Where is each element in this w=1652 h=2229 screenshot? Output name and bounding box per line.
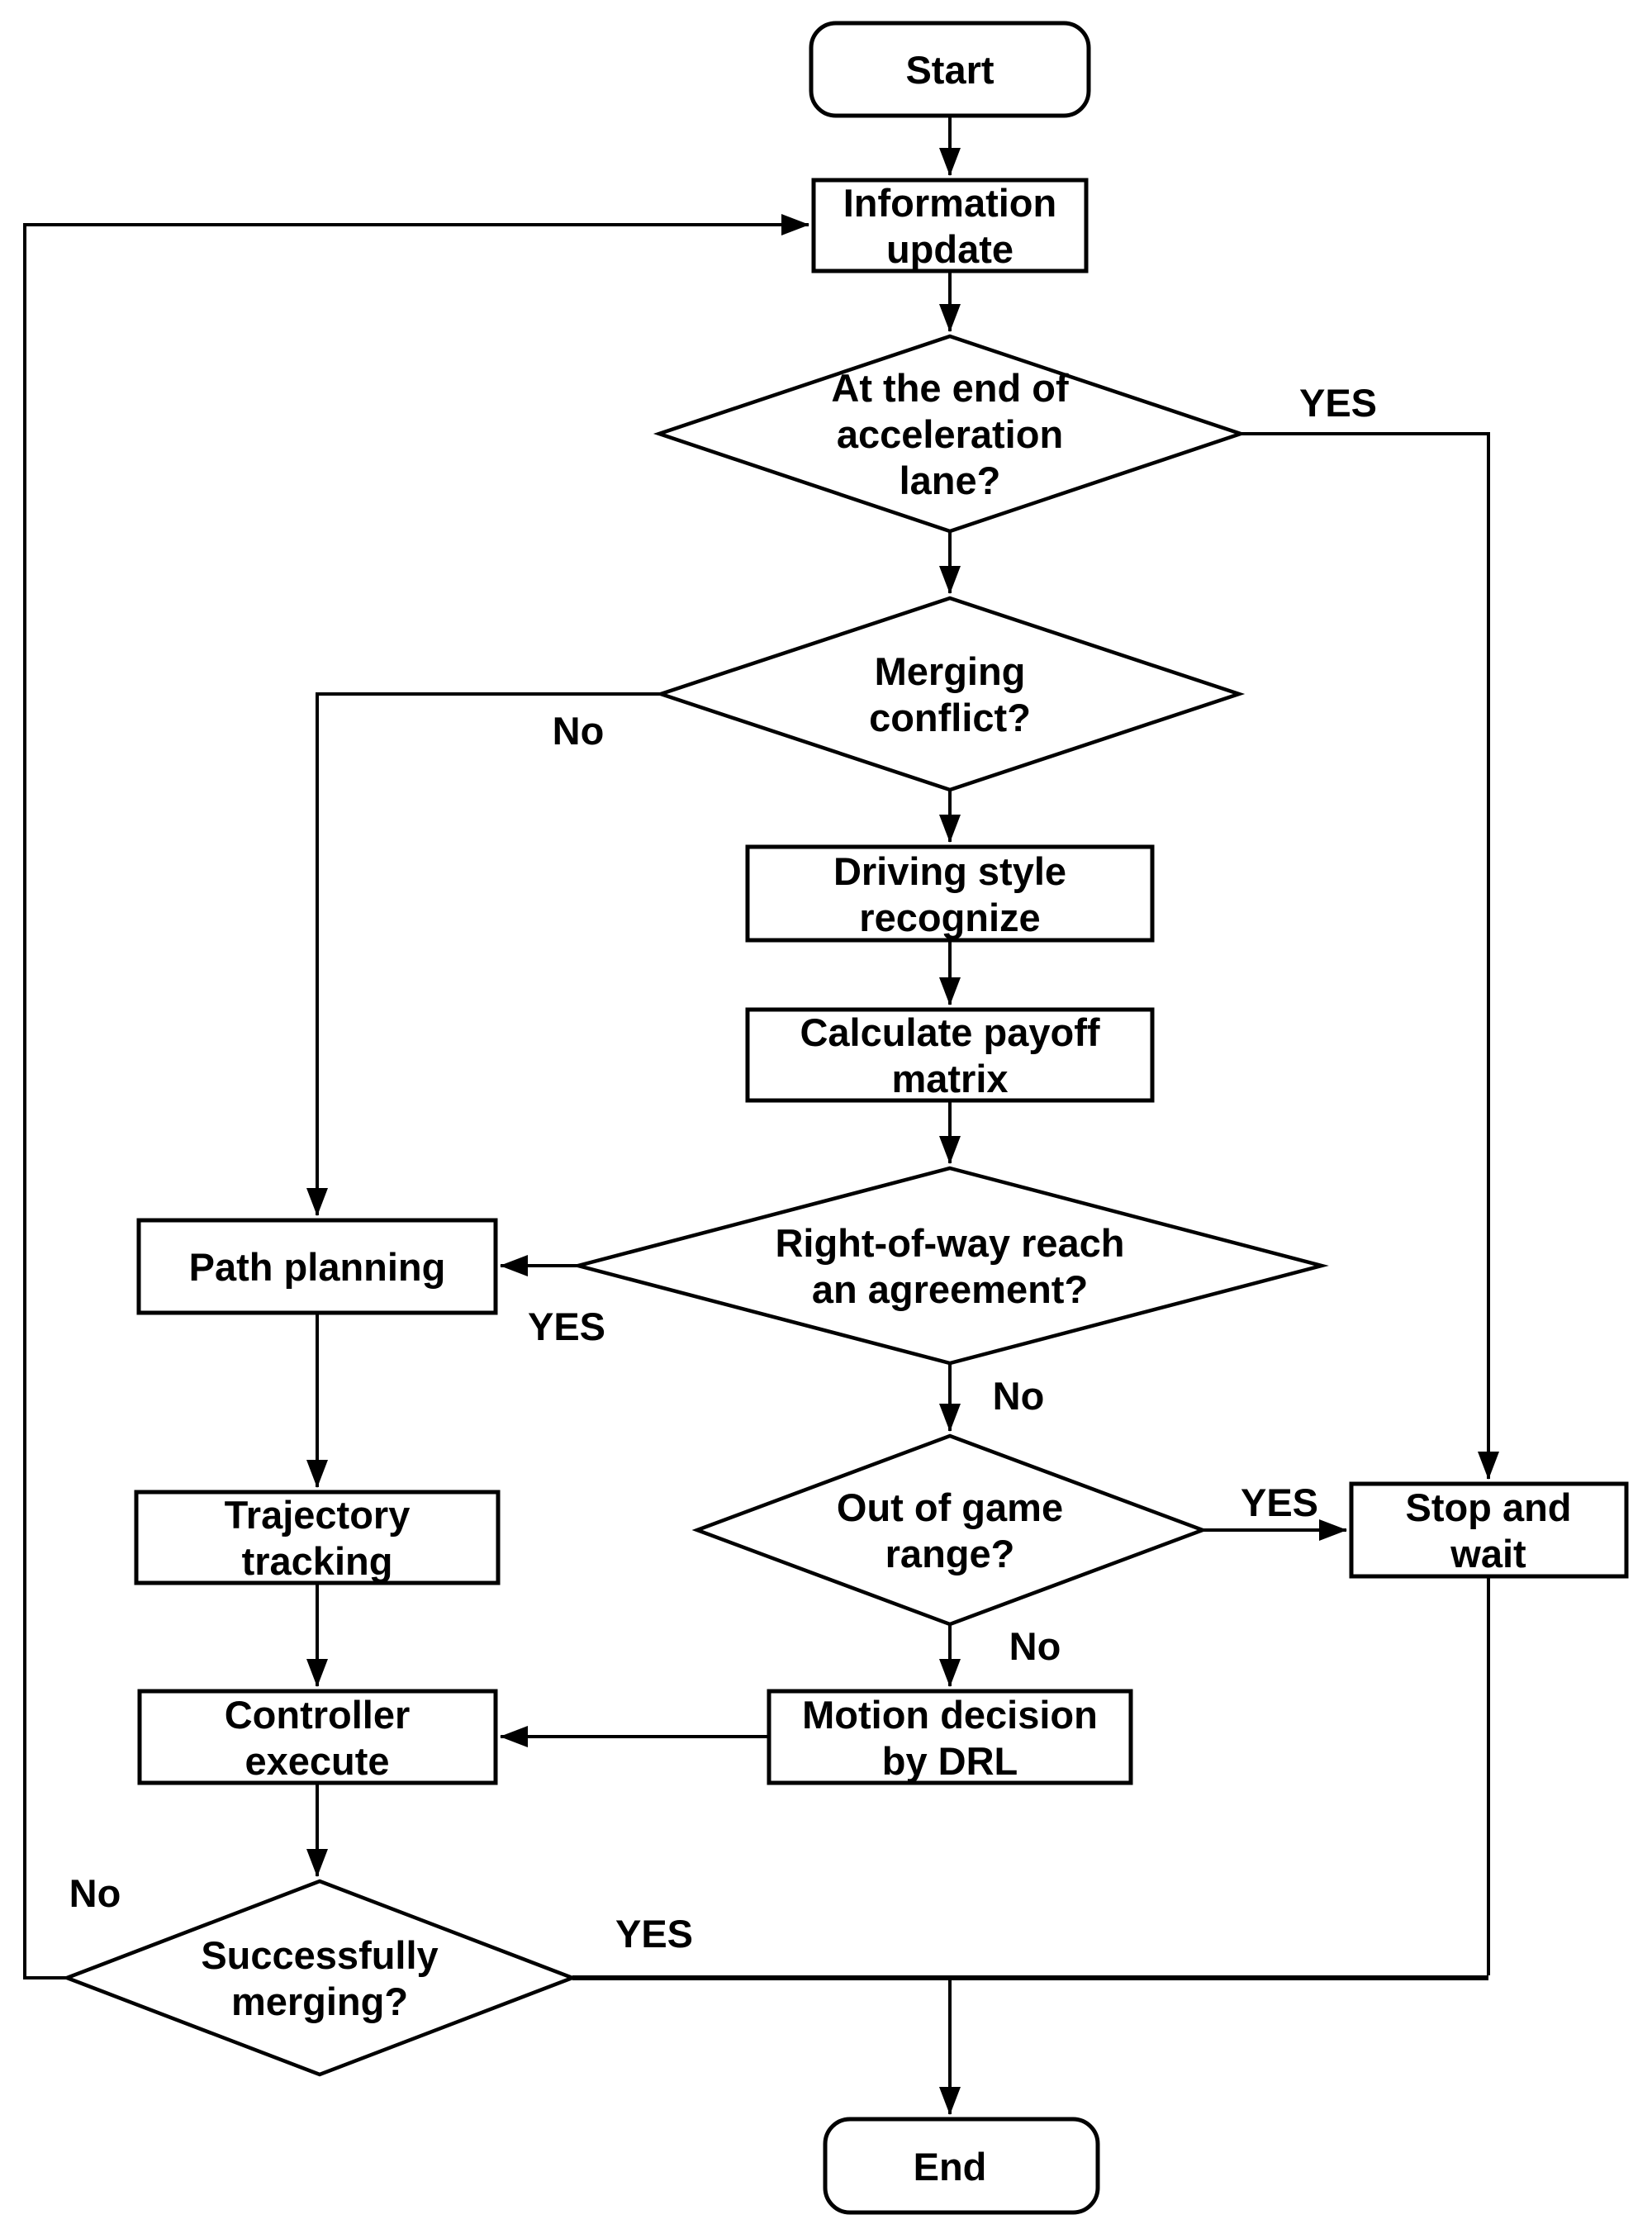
label-game-range-no: No <box>1009 1624 1061 1668</box>
motion-decision-line1: Motion decision <box>802 1693 1098 1737</box>
start-label: Start <box>905 48 994 92</box>
trajectory-tracking-shape <box>134 1490 501 1585</box>
node-driving-style-recognize: Driving style recognize <box>745 844 1155 943</box>
node-trajectory-tracking: Trajectory tracking <box>134 1490 501 1585</box>
edges <box>23 116 1499 2115</box>
controller-execute-line2: execute <box>244 1739 389 1783</box>
label-merging-conflict-no: No <box>553 709 605 753</box>
end-label: End <box>914 2145 987 2189</box>
node-stop-and-wait: Stop and wait <box>1349 1481 1629 1579</box>
node-end: End <box>823 2117 1100 2215</box>
motion-decision-shape <box>767 1689 1133 1785</box>
accel-lane-line2: acceleration <box>837 412 1063 456</box>
out-of-game-range-diamond <box>691 1433 1208 1627</box>
accel-lane-line3: lane? <box>900 459 1001 502</box>
label-accel-lane-yes: YES <box>1299 381 1377 425</box>
controller-execute-line1: Controller <box>225 1693 411 1737</box>
game-range-line2: range? <box>885 1532 1015 1576</box>
agreement-line2: an agreement? <box>812 1267 1088 1311</box>
label-successfully-merging-no: No <box>69 1871 121 1915</box>
calculate-payoff-line1: Calculate payoff <box>800 1010 1099 1054</box>
node-motion-decision-by-drl: Motion decision by DRL <box>767 1689 1133 1785</box>
edge-merging-conflict-no-to-path-planning <box>306 692 661 1216</box>
node-out-of-game-range: Out of game range? <box>691 1433 1208 1627</box>
label-game-range-yes: YES <box>1241 1480 1318 1524</box>
information-update-shape <box>811 178 1089 273</box>
node-path-planning: Path planning <box>136 1218 498 1315</box>
path-planning-label: Path planning <box>189 1245 446 1289</box>
node-information-update: Information update <box>811 178 1089 273</box>
driving-style-line2: recognize <box>859 896 1040 939</box>
calculate-payoff-line2: matrix <box>891 1057 1008 1100</box>
trajectory-tracking-line2: tracking <box>242 1539 393 1583</box>
successfully-merging-diamond <box>61 1879 578 2077</box>
stop-and-wait-shape <box>1349 1481 1629 1579</box>
edge-accel-lane-yes-to-stop-and-wait <box>1241 432 1499 1480</box>
path-planning-shape <box>136 1218 498 1315</box>
merging-conflict-diamond <box>654 596 1246 792</box>
accel-lane-line1: At the end of <box>831 366 1069 410</box>
node-calculate-payoff-matrix: Calculate payoff matrix <box>745 1007 1155 1103</box>
information-update-line1: Information <box>843 181 1056 225</box>
right-of-way-agreement-diamond <box>571 1166 1329 1366</box>
edge-labels: YES No YES No YES No No YES <box>69 381 1377 1956</box>
merging-conflict-line1: Merging <box>875 649 1026 693</box>
driving-style-line1: Driving style <box>833 849 1066 893</box>
stop-and-wait-line2: wait <box>1450 1532 1526 1576</box>
label-agreement-yes: YES <box>528 1305 605 1348</box>
edge-successfully-merging-no-loop-to-information-update <box>23 214 809 1979</box>
controller-execute-shape <box>137 1689 498 1785</box>
label-successfully-merging-yes: YES <box>615 1912 693 1956</box>
node-end-of-acceleration-lane: At the end of acceleration lane? <box>653 334 1247 534</box>
merging-conflict-line2: conflict? <box>869 696 1031 739</box>
information-update-line2: update <box>886 227 1014 271</box>
driving-style-recognize-shape <box>745 844 1155 943</box>
node-right-of-way-agreement: Right-of-way reach an agreement? <box>571 1166 1329 1366</box>
node-controller-execute: Controller execute <box>137 1689 498 1785</box>
label-agreement-no: No <box>993 1374 1045 1418</box>
successfully-merging-line2: merging? <box>231 1979 408 2023</box>
end-of-acceleration-lane-diamond <box>653 334 1247 534</box>
successfully-merging-line1: Successfully <box>201 1933 438 1977</box>
end-terminator-shape <box>823 2117 1100 2215</box>
stop-and-wait-line1: Stop and <box>1405 1485 1571 1529</box>
agreement-line1: Right-of-way reach <box>775 1221 1124 1265</box>
node-successfully-merging: Successfully merging? <box>61 1879 578 2077</box>
game-range-line1: Out of game <box>837 1485 1063 1529</box>
start-terminator-shape <box>809 21 1091 118</box>
calculate-payoff-matrix-shape <box>745 1007 1155 1103</box>
node-merging-conflict: Merging conflict? <box>654 596 1246 792</box>
node-start: Start <box>809 21 1091 118</box>
motion-decision-line2: by DRL <box>882 1739 1018 1783</box>
trajectory-tracking-line1: Trajectory <box>225 1493 411 1537</box>
